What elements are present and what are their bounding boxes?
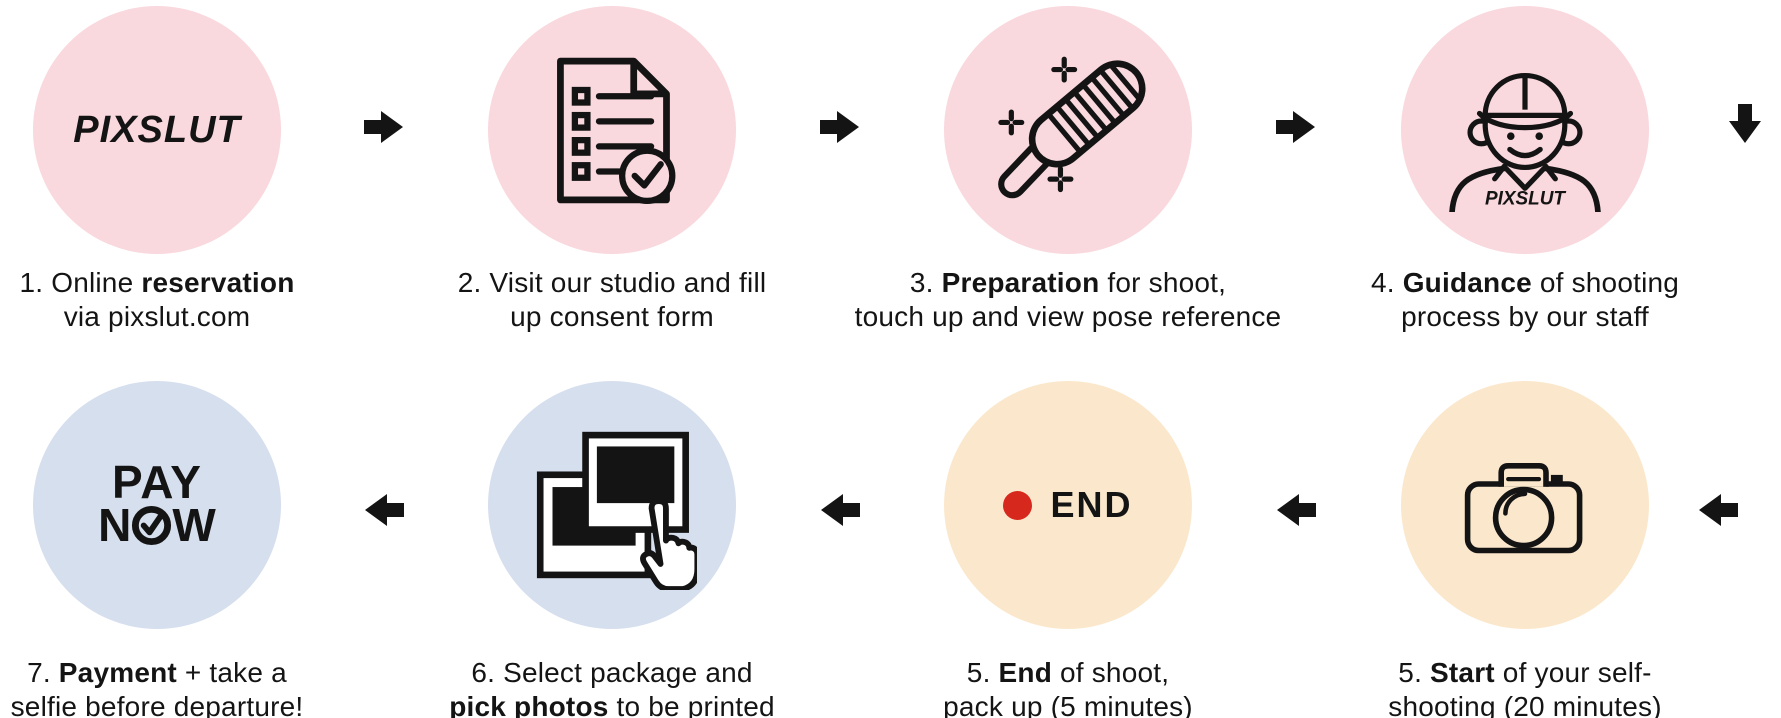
- step-circle-pick-photos: [488, 381, 736, 629]
- caption-start-shooting: 5. Start of your self-shooting (20 minut…: [1388, 657, 1662, 718]
- photo-selection-hand-icon: [536, 431, 697, 590]
- record-dot-icon: [1003, 490, 1033, 520]
- staff-member-icon: PIXSLUT: [1449, 72, 1601, 212]
- step-circle-online-reservation: PIXSLUT: [33, 6, 281, 254]
- comb-sparkles-icon: [998, 56, 1146, 199]
- paynow-check-circle-icon: [132, 505, 172, 545]
- end-label: END: [1050, 484, 1133, 525]
- paynow-logo: PAY N W: [98, 456, 216, 551]
- paynow-n-text: N: [98, 499, 132, 551]
- paynow-w-text: W: [172, 499, 216, 551]
- step-circle-payment: PAY N W: [33, 381, 281, 629]
- arrow-left-icon: [820, 493, 860, 527]
- camera-icon: [1464, 463, 1583, 554]
- pixslut-logo: PIXSLUT: [73, 108, 241, 151]
- step-circle-consent-form: [488, 6, 736, 254]
- arrow-right-icon: [364, 110, 404, 144]
- consent-form-checklist-icon: [556, 57, 675, 204]
- arrow-left-icon: [1276, 493, 1316, 527]
- paynow-pay-text: PAY: [112, 456, 202, 509]
- step-circle-start-shooting: [1401, 381, 1649, 629]
- sparkle-icon: [998, 56, 1078, 193]
- staff-shirt-logo: PIXSLUT: [1485, 188, 1566, 209]
- arrow-right-icon: [820, 110, 860, 144]
- step-circle-staff-guidance: PIXSLUT: [1401, 6, 1649, 254]
- caption-end-of-shoot: 5. End of shoot,pack up (5 minutes): [943, 657, 1193, 718]
- arrow-down-icon: [1728, 104, 1762, 144]
- arrow-right-icon: [1276, 110, 1316, 144]
- caption-preparation: 3. Preparation for shoot,touch up and vi…: [854, 267, 1282, 332]
- arrow-left-icon: [364, 493, 404, 527]
- step-circle-preparation: [944, 6, 1192, 254]
- step-circle-end-of-shoot: END: [944, 381, 1192, 629]
- arrow-left-icon: [1698, 493, 1738, 527]
